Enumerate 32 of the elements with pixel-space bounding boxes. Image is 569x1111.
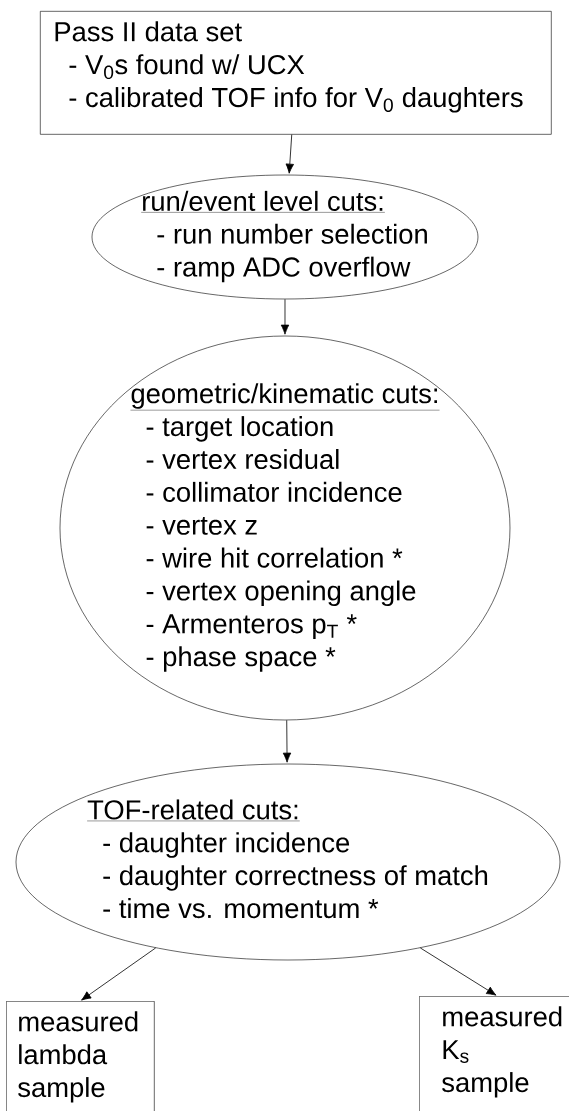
arrow (81, 947, 157, 1001)
list-item: - run number selection (157, 223, 427, 244)
list-item: - collimator incidence (146, 481, 402, 502)
process-box (419, 996, 569, 1111)
list-item: - daughter incidence (103, 832, 350, 858)
heading: geometric/kinematic cuts: (130, 383, 440, 411)
process-ellipse (15, 763, 561, 961)
list-item: - vertex opening angle (146, 580, 416, 607)
list-item: - Armenteros p$_{T}$ * (146, 614, 357, 639)
list-item: - time vs. momentum * (103, 898, 379, 919)
arrow (419, 947, 497, 996)
box-label: measured lambda sample (18, 1011, 138, 1103)
list-item: - calibrated TOF info for V$_{0}$ daughters (69, 87, 523, 113)
arrow (282, 719, 292, 763)
process-box (40, 11, 552, 135)
heading: run/event level cuts: (141, 190, 386, 213)
list-item: - vertex z (146, 516, 257, 535)
list-item: - vertex residual (146, 449, 339, 470)
list-item: - daughter correctness of match (103, 865, 488, 891)
arrow (280, 298, 290, 335)
process-box (6, 1001, 155, 1111)
list-item: - phase space * (146, 646, 336, 672)
box-label: measured K$_{s}$ sample (442, 1006, 562, 1098)
title: Pass II data set (55, 21, 242, 42)
arrow (285, 134, 294, 174)
list-item: - V$_{0}$s found w/ UCX (69, 54, 305, 80)
list-item: - wire hit correlation * (146, 547, 403, 568)
process-ellipse (59, 335, 511, 721)
list-item: - ramp ADC overflow (157, 256, 411, 283)
process-ellipse (91, 174, 479, 300)
list-item: - target location (146, 416, 333, 442)
heading: TOF-related cuts: (86, 799, 300, 822)
